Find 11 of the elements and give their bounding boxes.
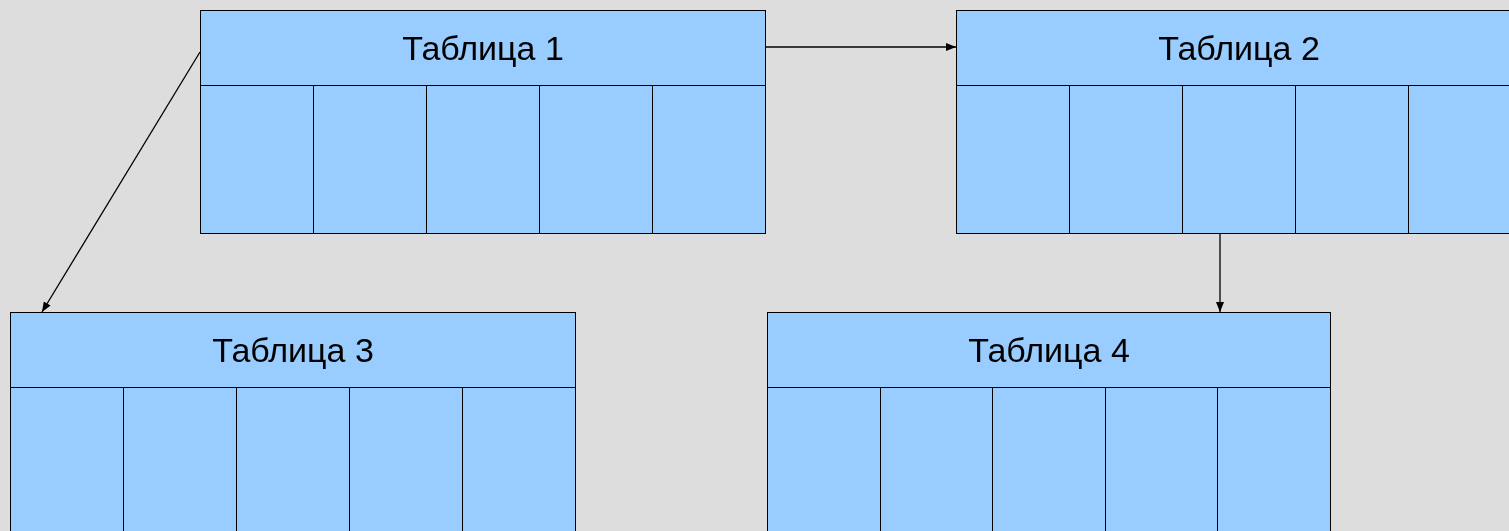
table-title: Таблица 1	[402, 28, 564, 68]
table-box	[767, 312, 1331, 531]
arrow	[1216, 233, 1224, 313]
table-title: Таблица 2	[1158, 28, 1320, 68]
arrow	[765, 43, 957, 51]
table-title: Таблица 3	[212, 330, 374, 370]
arrow	[41, 51, 201, 313]
table-title: Таблица 4	[968, 330, 1130, 370]
table-box	[200, 10, 766, 234]
table-box	[956, 10, 1509, 234]
table-box	[10, 312, 576, 531]
